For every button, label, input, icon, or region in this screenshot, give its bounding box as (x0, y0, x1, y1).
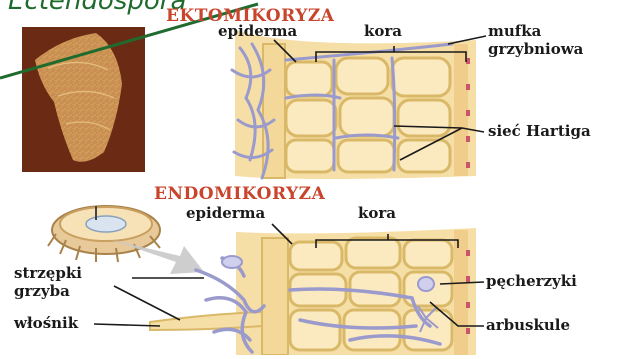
ecto-label-siec: sieć Hartiga (488, 124, 591, 139)
endo-label-strzepki-2: grzyba (14, 284, 70, 299)
endo-label-wlosnik: włośnik (14, 316, 78, 331)
ecto-label-mufka-2: grzybniowa (488, 42, 583, 57)
vesicle (222, 256, 242, 268)
ecto-cells (286, 58, 450, 172)
endo-title: ENDOMIKORYZA (154, 186, 325, 203)
handwritten-overlay: Ectendospora (8, 0, 186, 14)
endo-inset (48, 206, 160, 262)
endo-cells (290, 238, 452, 350)
endo-label-arbuskule: arbuskule (486, 318, 570, 333)
endo-label-strzepki-1: strzępki (14, 266, 82, 281)
ecto-label-epiderma: epiderma (218, 24, 297, 39)
ecto-label-kora: kora (364, 24, 402, 39)
endo-label-kora: kora (358, 206, 396, 221)
endo-section (150, 228, 476, 355)
endo-label-epiderma: epiderma (186, 206, 265, 221)
vesicle (418, 277, 434, 291)
root-photo (22, 27, 145, 172)
endo-label-pecherzyki: pęcherzyki (486, 274, 577, 289)
ecto-label-mufka-1: mufka (488, 24, 541, 39)
